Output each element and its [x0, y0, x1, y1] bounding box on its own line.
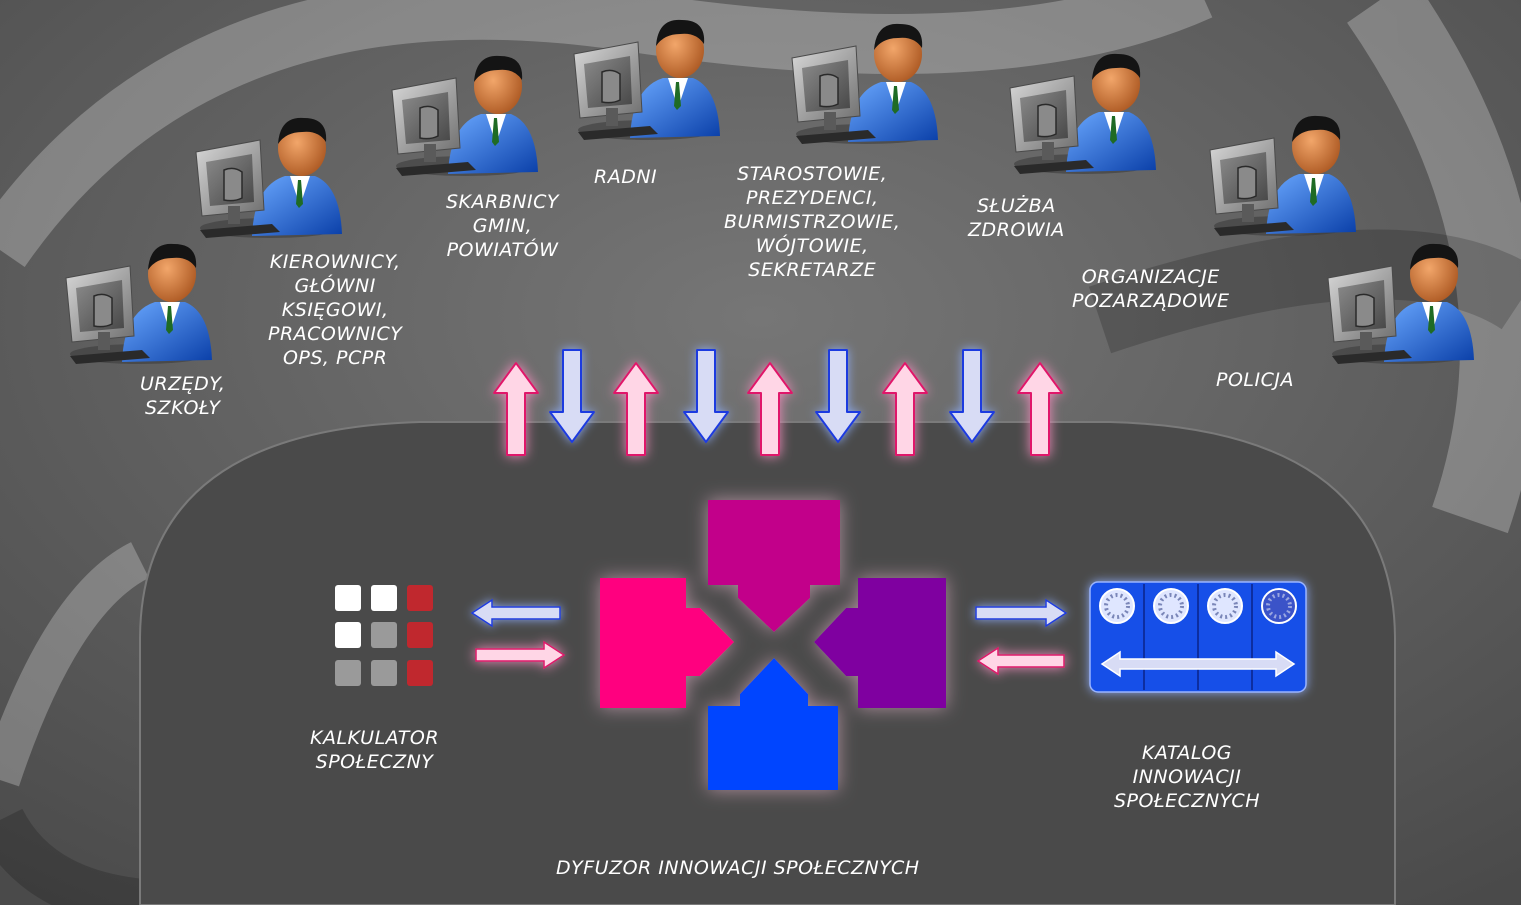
calculator-keypad-icon [335, 585, 433, 686]
hub-block-top [708, 500, 840, 632]
hub-block-right [814, 578, 946, 708]
hub-block-left [600, 578, 734, 708]
background-swirl [0, 0, 1521, 787]
left-arrow-icon [470, 598, 561, 628]
hub-block-bottom [708, 658, 838, 790]
right-arrow-icon [975, 598, 1068, 628]
calculator-exchange-arrows [470, 598, 566, 670]
catalog-exchange-arrows [975, 598, 1068, 676]
platform-label: DYFUZOR INNOWACJI SPOŁECZNYCH [556, 857, 920, 879]
background-swirl-dark [0, 229, 1521, 905]
group-label-radni: RADNI [594, 166, 658, 188]
left-arrow-icon [976, 646, 1065, 676]
group-label-policja: POLICJA [1216, 369, 1294, 391]
platform-panel [139, 421, 1396, 905]
diffusion-hub [600, 500, 946, 790]
group-label-urzedy: URZĘDY,SZKOŁY [140, 373, 226, 419]
cd-catalog-icon [1089, 581, 1307, 693]
group-label-starostowie: STAROSTOWIE,PREZYDENCI,BURMISTRZOWIE,WÓJ… [724, 163, 901, 281]
right-arrow-icon [475, 640, 566, 670]
